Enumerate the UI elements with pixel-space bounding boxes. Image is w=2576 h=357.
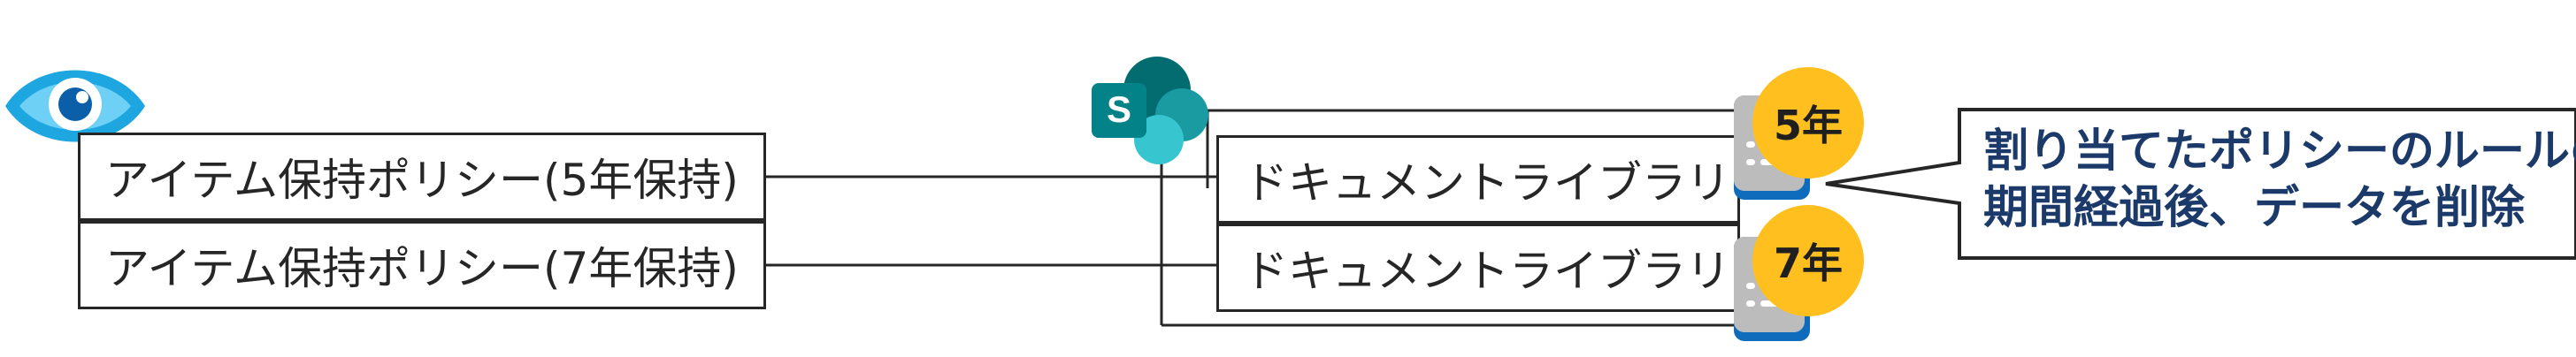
callout-text: 割り当てたポリシーのルールの 期間経過後、データを削除: [1983, 124, 2576, 237]
sharepoint-letter: S: [1107, 88, 1131, 130]
callout-line-2: 期間経過後、データを削除: [1983, 182, 2526, 234]
eye-icon: [5, 70, 145, 142]
library-b-label: ドキュメントライブラリ B: [1244, 246, 1775, 297]
callout-bubble: [1825, 108, 2576, 260]
policy-5-year-label: アイテム保持ポリシー(5年保持): [105, 155, 739, 206]
sharepoint-icon: S: [1092, 57, 1208, 164]
retention-5-year-text: 5年: [1773, 102, 1843, 149]
retention-badge-5-year: 5年: [1752, 67, 1864, 178]
library-b-box: ドキュメントライブラリ B: [1216, 224, 1775, 312]
policy-5-year-box: アイテム保持ポリシー(5年保持): [78, 133, 766, 221]
callout-line-1: 割り当てたポリシーのルールの: [1983, 125, 2576, 178]
library-a-label: ドキュメントライブラリ A: [1244, 157, 1775, 209]
library-a-box: ドキュメントライブラリ A: [1216, 135, 1775, 224]
policy-7-year-label: アイテム保持ポリシー(7年保持): [105, 243, 739, 294]
retention-7-year-text: 7年: [1773, 239, 1843, 287]
policy-7-year-box: アイテム保持ポリシー(7年保持): [78, 221, 766, 309]
retention-badge-7-year: 7年: [1752, 205, 1864, 316]
